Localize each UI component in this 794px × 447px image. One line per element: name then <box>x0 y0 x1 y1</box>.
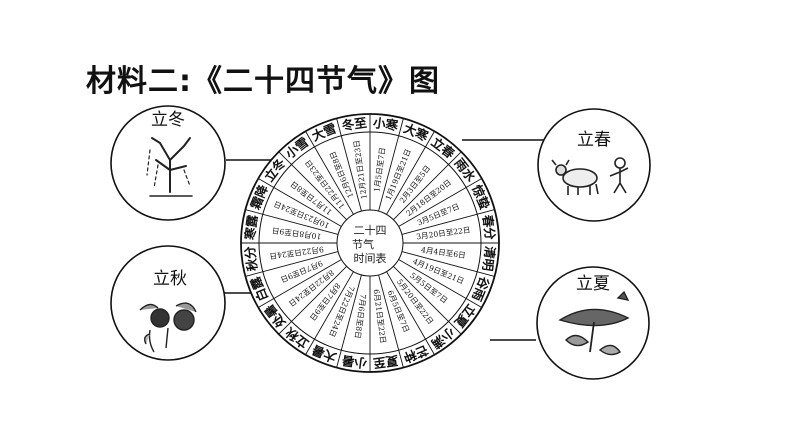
term-name-12: 小暑 <box>341 353 369 371</box>
center-label-line-1: 二十四 <box>354 223 387 237</box>
sector-divider <box>393 266 462 335</box>
fruit-branch-icon <box>139 302 197 353</box>
season-autumn: 立秋 <box>110 245 226 361</box>
season-label-summer: 立夏 <box>576 274 610 294</box>
sector-divider <box>245 209 339 235</box>
term-name-5: 春分 <box>480 213 498 241</box>
sector-divider <box>258 259 342 308</box>
lotus-leaf-icon <box>558 290 630 356</box>
sector-divider <box>278 151 347 220</box>
term-name-18: 寒露 <box>242 213 260 241</box>
sector-divider <box>305 131 354 215</box>
sector-divider <box>386 271 435 355</box>
season-label-autumn: 立秋 <box>153 269 187 289</box>
term-name-6: 清明 <box>480 245 498 272</box>
center-label-line-3: 时间表 <box>354 251 387 265</box>
center-label-line-2: 节气 <box>352 237 374 251</box>
sector-divider <box>336 118 362 212</box>
sector-divider <box>378 118 404 212</box>
season-label-spring: 立春 <box>577 130 611 150</box>
season-spring: 立春 <box>537 108 651 222</box>
season-summer: 立夏 <box>536 266 650 380</box>
term-name-0: 小寒 <box>371 115 399 133</box>
term-name-17: 秋分 <box>242 245 260 272</box>
sector-divider <box>398 178 482 227</box>
season-winter: 立冬 <box>110 105 226 221</box>
sector-divider <box>305 271 354 355</box>
sector-divider <box>336 274 362 368</box>
page-title: 材料二:《二十四节气》图 <box>86 64 440 99</box>
sector-divider <box>401 251 495 277</box>
sector-divider <box>245 251 339 277</box>
sector-divider <box>401 209 495 235</box>
wheel-center-label: 二十四 节气 时间表 <box>352 223 387 265</box>
sector-divider <box>393 151 462 220</box>
sector-divider <box>398 259 482 308</box>
sector-divider <box>258 178 342 227</box>
term-name-11: 夏至 <box>372 353 400 371</box>
ox-and-child-icon <box>551 157 629 195</box>
sector-divider <box>278 266 347 335</box>
term-name-23: 冬至 <box>341 115 368 133</box>
sector-divider <box>386 131 435 215</box>
solar-terms-wheel: 小寒1月5日至7日大寒1月19日至21日立春2月3日至5日雨水2月18日至20日… <box>240 113 500 373</box>
bare-tree-icon <box>146 137 193 197</box>
sector-divider <box>378 274 404 368</box>
season-label-winter: 立冬 <box>151 110 185 130</box>
wheel-spokes <box>241 114 499 372</box>
